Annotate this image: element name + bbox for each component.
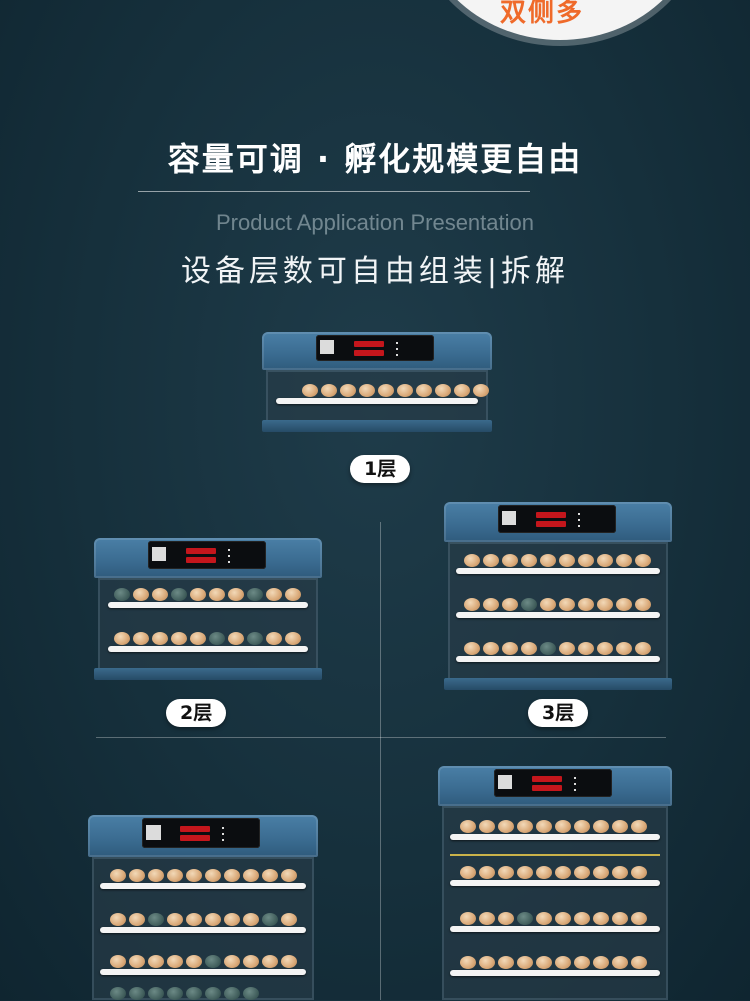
incubator-base — [94, 668, 322, 680]
incubator-4-layers — [88, 815, 318, 1000]
egg-tray — [276, 398, 478, 404]
tray-rail — [450, 854, 660, 856]
egg-tray — [100, 883, 306, 889]
egg-tray — [456, 612, 660, 618]
incubator-2-layers — [94, 538, 322, 682]
egg-tray — [100, 927, 306, 933]
egg-row — [460, 956, 647, 970]
incubator-3-layers — [444, 502, 672, 692]
egg-tray — [450, 926, 660, 932]
control-panel — [142, 818, 260, 848]
egg-row — [110, 955, 297, 969]
egg-row — [460, 912, 647, 926]
grid-divider-horizontal — [96, 737, 666, 738]
egg-row — [110, 987, 259, 1001]
egg-tray — [456, 656, 660, 662]
control-panel — [498, 505, 616, 533]
egg-tray — [108, 646, 308, 652]
egg-tray — [450, 834, 660, 840]
egg-row — [464, 554, 651, 568]
egg-row — [464, 642, 651, 656]
egg-tray — [450, 880, 660, 886]
egg-tray — [100, 969, 306, 975]
subtitle-chinese: 设备层数可自由组装|拆解 — [180, 254, 570, 289]
egg-row — [114, 632, 301, 646]
egg-row — [464, 598, 651, 612]
page-title: 容量可调 · 孵化规模更自由 — [167, 140, 583, 178]
control-panel — [316, 335, 434, 361]
egg-tray — [456, 568, 660, 574]
egg-row — [110, 869, 297, 883]
subtitle-english: Product Application Presentation — [216, 210, 534, 235]
egg-tray — [450, 970, 660, 976]
egg-row — [302, 384, 489, 398]
label-1-layer: 1层 — [350, 455, 411, 483]
egg-row — [110, 913, 297, 927]
promo-badge-text: 双侧多 — [500, 0, 585, 28]
incubator-base — [262, 420, 492, 432]
grid-divider-vertical — [380, 522, 381, 1000]
egg-row — [460, 820, 647, 834]
incubator-1-layer — [262, 332, 492, 434]
title-underline — [138, 191, 530, 192]
incubator-window — [266, 370, 488, 422]
label-2-layers: 2层 — [166, 699, 227, 727]
control-panel — [148, 541, 266, 569]
egg-tray — [108, 602, 308, 608]
control-panel — [494, 769, 612, 797]
incubator-5-layers — [438, 766, 672, 1000]
incubator-base — [444, 678, 672, 690]
egg-row — [114, 588, 301, 602]
egg-row — [460, 866, 647, 880]
label-3-layers: 3层 — [528, 699, 589, 727]
